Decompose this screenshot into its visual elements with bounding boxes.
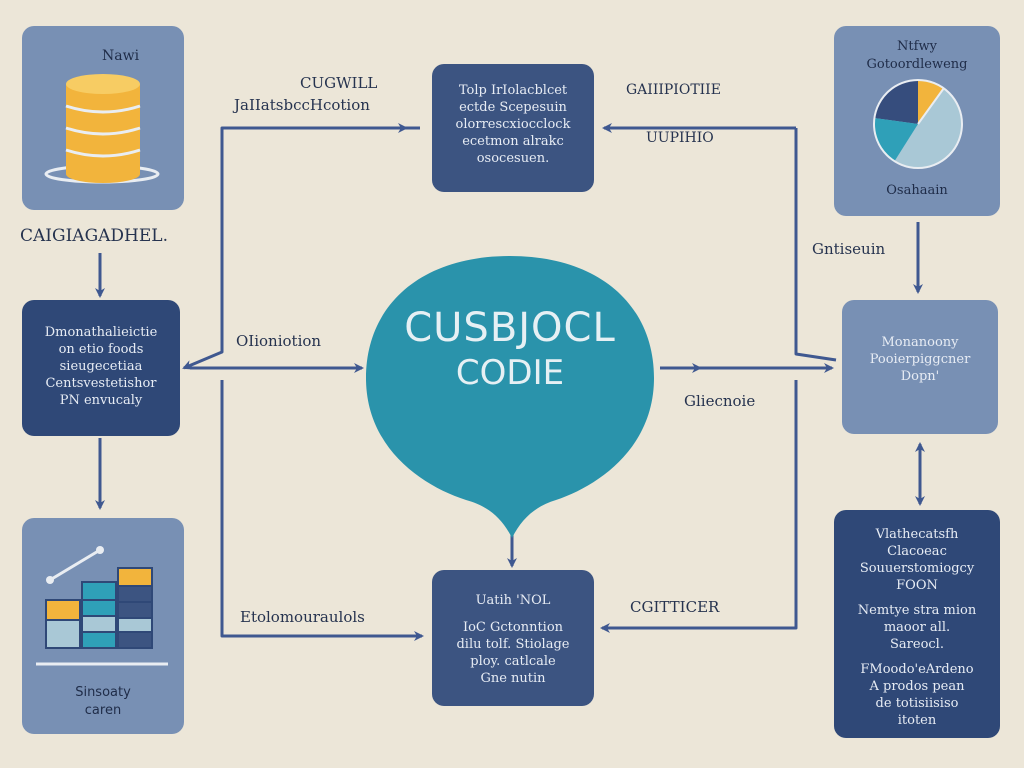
mid-left-line-5: PN envucaly	[59, 393, 143, 408]
mid-left-connector-label: OIioniotion	[236, 332, 322, 350]
mid-right-connector-label: Gliecnoie	[684, 392, 756, 410]
mid-left-line-1: Dmonathalieictie	[44, 325, 158, 340]
pie-chart-box-subtitle: Gotoordleweng	[866, 57, 968, 72]
bottom-right-line-7: maoor all.	[883, 620, 951, 635]
pie-chart-label: Gntiseuin	[812, 240, 886, 258]
bottom-center-line-1: IoC Gctonntion	[462, 620, 564, 635]
mid-right-line-2: Pooierpiggcner	[869, 352, 971, 367]
pie-chart-box: Ntfwy Gotoordleweng Osahaain	[834, 26, 1000, 216]
bottom-right-spacer-2	[834, 653, 1000, 661]
bottom-center-line-2: dilu tolf. Stiolage	[456, 637, 570, 652]
mid-right-box: Monanoony Pooierpiggcner Dopn'	[842, 300, 998, 434]
bottom-right-line-1: Vlathecatsfh	[875, 527, 959, 542]
top-center-box: Tolp IrIolacblcet ectde Scepesuin olorre…	[432, 64, 594, 192]
bottom-right-line-8: Sareocl.	[890, 637, 944, 652]
top-center-line-2: ectde Scepesuin	[459, 100, 567, 115]
bottom-right-spacer-1	[834, 594, 1000, 602]
database-icon	[44, 74, 160, 184]
pie-chart-box-title: Ntfwy	[897, 39, 937, 54]
bottom-right-line-10: FMoodo'eArdeno	[860, 662, 974, 677]
top-center-left-label-1: CUGWILL	[300, 74, 378, 92]
bottom-right-line-6: Nemtye stra mion	[857, 603, 977, 618]
arrow-to-bottom-center-right	[600, 380, 798, 633]
database-box-title: Nawi	[102, 48, 140, 64]
bottom-right-line-2: Clacoeac	[887, 544, 947, 559]
top-center-right-label-2: UUPIHIO	[646, 130, 714, 146]
mid-right-line-1: Monanoony	[881, 335, 959, 350]
arrow-to-bottom-center	[220, 380, 424, 641]
pie-chart-box-caption: Osahaain	[886, 183, 948, 198]
top-center-line-5: osocesuen.	[476, 151, 550, 166]
bottom-right-line-4: FOON	[896, 578, 938, 593]
bottom-center-box: Uatih 'NOL IoC Gctonntion dilu tolf. Sti…	[432, 570, 594, 706]
bottom-right-line-13: itoten	[897, 713, 937, 728]
bar-chart-caption-1: Sinsoaty	[75, 685, 131, 700]
mid-left-line-4: Centsvestetishor	[45, 376, 157, 391]
top-center-line-1: Tolp IrIolacblcet	[458, 83, 568, 98]
top-center-right-label-1: GAIIIPIOTIIE	[626, 82, 721, 98]
bar-chart-icon	[36, 546, 168, 666]
center-title: CUSBJOCL CODIE	[370, 305, 650, 395]
bottom-center-right-label: CGITTICER	[630, 598, 720, 616]
bottom-center-line-4: Gne nutin	[480, 671, 546, 686]
mid-left-line-2: on etio foods	[58, 342, 144, 357]
bottom-right-line-12: de totisiisiso	[875, 696, 959, 711]
bottom-center-line-3: ploy. catlcale	[470, 654, 556, 669]
mid-left-line-3: sieugecetiaa	[59, 359, 143, 374]
bottom-right-line-11: A prodos pean	[869, 679, 965, 694]
bottom-center-title: Uatih 'NOL	[475, 593, 551, 608]
pie-chart-icon	[873, 79, 963, 169]
top-center-line-3: olorrescxiocclock	[455, 117, 571, 132]
bottom-center-left-label: Etolomouraulols	[240, 608, 365, 626]
bottom-right-box: Vlathecatsfh Clacoeac Souuerstomiogcy FO…	[834, 510, 1000, 738]
bottom-right-line-3: Souuerstomiogcy	[859, 561, 975, 576]
center-title-line1: CUSBJOCL	[404, 305, 616, 351]
bar-chart-caption-2: caren	[84, 703, 122, 718]
center-title-line2: CODIE	[455, 353, 565, 393]
mid-left-box: Dmonathalieictie on etio foods sieugecet…	[22, 300, 180, 436]
mid-right-line-3: Dopn'	[900, 369, 940, 384]
bar-chart-box: Sinsoaty caren	[22, 518, 184, 734]
top-center-line-4: ecetmon alrakc	[462, 134, 564, 149]
database-box: Nawi	[22, 26, 184, 210]
center-bubble	[366, 256, 654, 538]
database-label: CAIGIAGADHEL.	[20, 226, 168, 246]
top-center-left-label-2: JaIIatsbccHcotion	[234, 96, 370, 114]
